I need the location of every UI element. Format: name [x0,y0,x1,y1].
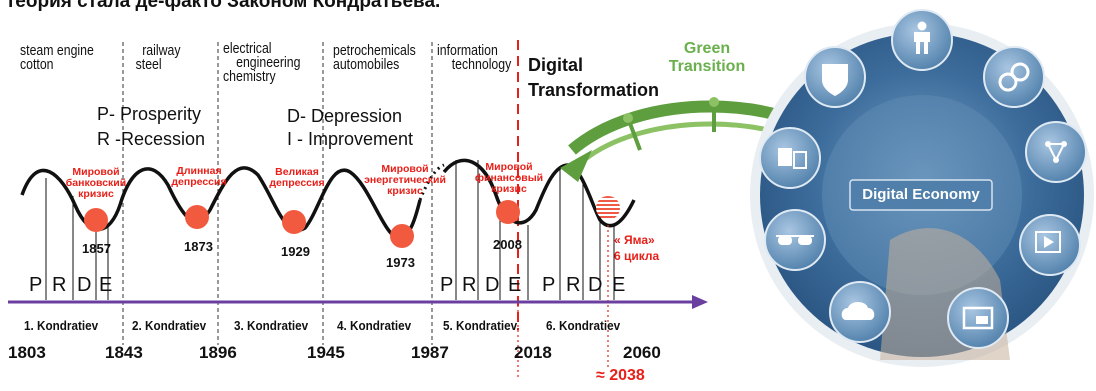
digital-transformation-line1: Digital [528,55,584,75]
phase-p-5: P [440,274,454,296]
crisis-dot-1873 [185,205,209,229]
era-line: cotton [20,56,54,73]
time-axis-arrowhead [692,295,708,309]
phase-r-1: R [52,274,67,296]
panel-icons [759,9,1087,349]
axis-year-1945: 1945 [307,343,345,362]
phase-e-6: E [612,274,626,296]
phase-d-1: D [77,274,92,296]
pit-label: « Яма»6 цикла [614,233,660,263]
crisis-dot-2038 [596,196,620,220]
kondratiev-6: 6. Kondratiev [546,318,621,333]
crisis-year-2008: 2008 [493,237,522,252]
phase-r-6: R [566,274,581,296]
green-transition-line1: Green [683,40,731,57]
phase-r-5: R [462,274,477,296]
era-line: steel [135,56,162,73]
era-line: steam engine [20,42,94,59]
phase-d-6: D [588,274,603,296]
era-line: electrical [223,40,272,57]
era-dividers [122,42,433,345]
digital-economy-box [849,179,993,211]
axis-year-2018: 2018 [514,343,552,362]
axis-year-1803: 1803 [8,343,46,362]
axis-year-1987: 1987 [411,343,449,362]
crisis-dot-1929 [282,210,306,234]
legend-improvement: I - Improvement [287,129,414,149]
era-line: chemistry [223,68,276,85]
era-line: technology [451,56,512,73]
green-transition-line2: Transition [668,58,746,75]
digital-economy-label: Digital Economy [862,186,980,203]
crisis-year-1873: 1873 [184,239,213,254]
phase-p-1: P [29,274,43,296]
legend-prosperity: P- Prosperity [97,104,202,124]
kondratiev-2: 2. Kondratiev [132,318,207,333]
phase-d-5: D [485,274,500,296]
crisis-dot-2008 [496,200,520,224]
kondratiev-3: 3. Kondratiev [234,318,309,333]
era-line: information [437,42,498,59]
forecast-year: ≈ 2038 [596,367,645,384]
era-line: engineering [236,54,301,71]
era-line: railway [142,42,181,59]
legend-recession: R -Recession [97,129,206,149]
crisis-year-1929: 1929 [281,244,310,259]
digital-transformation-line2: Transformation [528,80,660,100]
crisis-year-1857: 1857 [82,241,111,256]
network-icon [1025,121,1087,183]
kondratiev-5: 5. Kondratiev [443,318,518,333]
axis-year-1843: 1843 [105,343,143,362]
era-line: petrochemicals [333,42,416,59]
crisis-dot-1973 [390,224,414,248]
page-title: теория стала де-факто Законом Кондратьев… [6,0,441,12]
phase-p-6: P [542,274,556,296]
era-line: automobiles [333,56,400,73]
kondratiev-4: 4. Kondratiev [337,318,412,333]
phase-lines [45,160,615,300]
video-settings-icon [1019,214,1081,276]
green-transition-label: Green Transition [662,40,752,76]
phase-e-5: E [508,274,522,296]
legend-depression: D- Depression [287,106,403,126]
crisis-dot-1857 [84,208,108,232]
axis-year-2060: 2060 [623,343,661,362]
phase-e-1: E [99,274,113,296]
crisis-year-1973: 1973 [386,255,415,270]
glasses-icon [764,209,826,271]
axis-year-1896: 1896 [199,343,237,362]
kondratiev-1: 1. Kondratiev [24,318,99,333]
